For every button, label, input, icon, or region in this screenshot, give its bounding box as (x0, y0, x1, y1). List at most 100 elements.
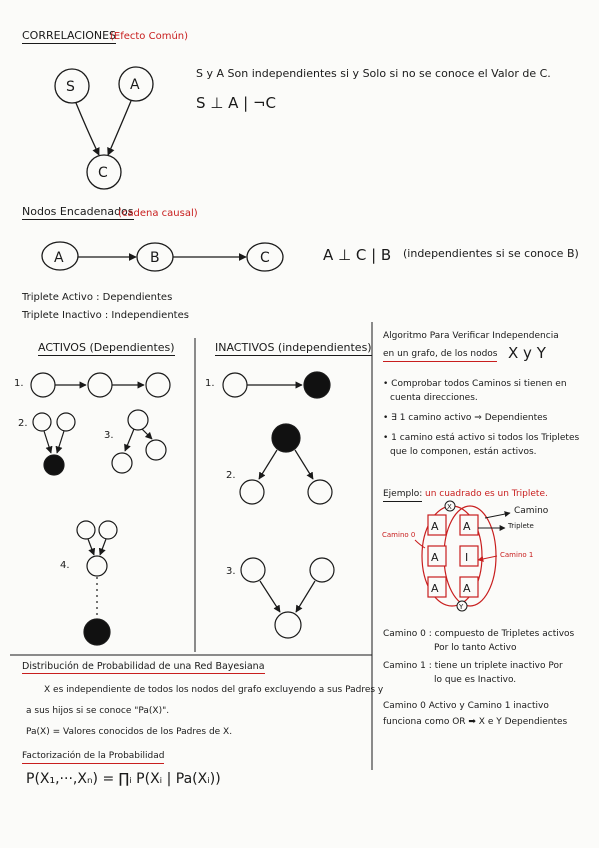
inactivo1-node1 (222, 372, 248, 398)
activo4-parent2 (98, 520, 118, 540)
section-subtitle-cadena-causal: (cadena causal) (118, 208, 198, 219)
activo3-child2 (145, 439, 167, 461)
ejemplo-camino0-label: Camino 0 (382, 531, 416, 539)
inactivo1-node2-observed (303, 371, 331, 399)
activo1-node1 (30, 372, 56, 398)
inactivo3-child (274, 611, 302, 639)
inactivos-title: INACTIVOS (independientes) (215, 341, 372, 357)
inactivo3-parent2 (309, 557, 335, 583)
activo1-node3 (145, 372, 171, 398)
activo4-child (86, 555, 108, 577)
cell-3 (459, 545, 479, 567)
algoritmo-bullet1a: • Comprobar todos Caminos si tienen en (383, 379, 567, 389)
ejemplo-note: un cuadrado es un Triplete. (425, 489, 548, 499)
common-effect-text: S y A Son independientes si y Solo si no… (196, 67, 551, 80)
activo4-parent1 (76, 520, 96, 540)
activo2-edge2 (55, 430, 65, 454)
activos-title: ACTIVOS (Dependientes) (38, 341, 175, 357)
cell-1 (459, 514, 479, 536)
camino0-text-b: Por lo tanto Activo (434, 643, 517, 653)
chain-node-c (246, 242, 284, 272)
algoritmo-bullet3a: • 1 camino está activo si todos los Trip… (383, 433, 580, 443)
algoritmo-bullet1b: cuenta direcciones. (390, 393, 478, 403)
triplete-activo-text: Triplete Activo : Dependientes (22, 292, 173, 303)
node-s (54, 68, 90, 104)
cell-4 (427, 576, 447, 598)
activo3-parent (127, 409, 149, 431)
activo2-parent1 (32, 412, 52, 432)
cell-3-label: I (465, 551, 468, 564)
node-c (86, 154, 122, 190)
edge-a-c (107, 100, 132, 156)
inactivo-label-2: 2. (226, 470, 236, 481)
ejemplo-label: Ejemplo: (383, 489, 423, 502)
distribucion-line3: Pa(X) = Valores conocidos de los Padres … (26, 727, 233, 737)
activo-label-4: 4. (60, 560, 70, 571)
edge-s-c (75, 102, 100, 156)
conclusion-line1: Camino 0 Activo y Camino 1 inactivo (383, 701, 549, 711)
chain-node-c-label: C (260, 250, 270, 266)
section-subtitle-efecto-comun: (Efecto Común) (110, 31, 189, 42)
inactivo-label-3: 3. (226, 566, 236, 577)
cell-0 (427, 514, 447, 536)
algoritmo-line1: Algoritmo Para Verificar Independencia (383, 331, 559, 341)
activo3-child1 (111, 452, 133, 474)
ejemplo-diagram (414, 500, 511, 612)
activo2-edge1 (43, 430, 53, 454)
node-s-label: S (66, 79, 75, 95)
chain-formula: A ⊥ C | B (323, 246, 392, 264)
cell-5-label: A (463, 582, 471, 595)
chain-node-a (41, 241, 79, 271)
ejemplo-camino1-label: Camino 1 (500, 551, 534, 559)
ejemplo-camino-label: Camino (514, 506, 549, 516)
activo3-edge1 (124, 428, 135, 452)
activo4-edge1 (87, 538, 96, 556)
cell-0-label: A (431, 520, 439, 533)
algoritmo-bullet3b: que lo componen, están activos. (390, 447, 537, 457)
camino1-text-b: lo que es Inactivo. (434, 675, 517, 685)
chain-graph (41, 241, 284, 272)
distribucion-line1: X es independiente de todos los nodos de… (44, 685, 384, 695)
camino0-pointer (414, 539, 426, 549)
chain-node-b-label: B (150, 250, 160, 266)
camino0-text-a: Camino 0 : compuesto de Tripletes activo… (383, 629, 575, 639)
chain-node-a-label: A (54, 250, 64, 266)
camino1-pointer (477, 555, 498, 562)
factorizacion-title: Factorización de la Probabilidad (22, 751, 165, 764)
conclusion-line2: funciona como OR ➡ X e Y Dependientes (383, 717, 568, 727)
inactivo2-edge2 (294, 449, 314, 480)
activo3-edge2 (141, 428, 153, 440)
inactivo2-edge1 (258, 449, 278, 480)
inactivo2-child2 (307, 479, 333, 505)
cell-5 (459, 576, 479, 598)
node-a (118, 66, 154, 102)
y-node-label: Y (458, 603, 464, 611)
y-node (456, 600, 468, 612)
ejemplo-triplete-label: Triplete (508, 522, 534, 530)
algoritmo-bullet2: • ∃ 1 camino activo ⇒ Dependientes (383, 413, 548, 423)
activos-graphs (30, 372, 171, 646)
inactivo2-parent-observed (271, 423, 301, 453)
x-node (444, 500, 456, 512)
distribucion-title: Distribución de Probabilidad de una Red … (22, 661, 265, 675)
cell-2-label: A (431, 551, 439, 564)
common-effect-formula: S ⊥ A | ¬C (196, 94, 277, 112)
node-a-label: A (130, 77, 140, 93)
inactivo3-parent1 (240, 557, 266, 583)
activo-label-2: 2. (18, 418, 28, 429)
activo-label-3: 3. (104, 430, 114, 441)
factorizacion-formula: P(X₁,···,Xₙ) = ∏ᵢ P(Xᵢ | Pa(Xᵢ)) (26, 771, 221, 787)
inactivos-graphs (222, 371, 335, 639)
distribucion-line2: a sus hijos si se conoce "Pa(X)". (26, 706, 170, 716)
cell-1-label: A (463, 520, 471, 533)
activo-label-1: 1. (14, 378, 24, 389)
node-c-label: C (98, 165, 108, 181)
cell-2 (427, 545, 447, 567)
triplete-inactivo-text: Triplete Inactivo : Independientes (22, 310, 189, 321)
camino-pointer (484, 511, 511, 519)
inactivo2-child1 (239, 479, 265, 505)
algoritmo-line2: en un grafo, de los nodos (383, 349, 498, 362)
section-title-correlaciones: CORRELACIONES (22, 29, 117, 45)
common-effect-graph (54, 66, 154, 190)
